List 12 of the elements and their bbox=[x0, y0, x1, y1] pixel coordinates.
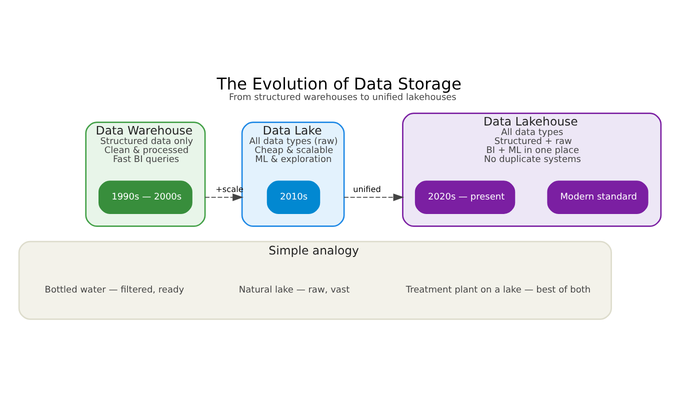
diagram-title: The Evolution of Data Storage bbox=[216, 74, 462, 94]
edge-label: unified bbox=[353, 184, 381, 194]
node-text: Treatment plant on a lake — best of both bbox=[406, 286, 591, 296]
arrow bbox=[344, 194, 404, 202]
caption: From structured warehouses to unified lakehouses bbox=[228, 92, 456, 103]
node-box: 1990s — 2000s bbox=[98, 180, 192, 214]
node-text: Natural lake — raw, vast bbox=[238, 286, 350, 296]
node-box: Modern standard bbox=[547, 180, 648, 214]
node-box: 2010s bbox=[266, 180, 320, 214]
arrow bbox=[204, 194, 244, 202]
node-text: Bottled water — filtered, ready bbox=[44, 286, 184, 296]
node-box: 2020s — present bbox=[414, 180, 516, 214]
